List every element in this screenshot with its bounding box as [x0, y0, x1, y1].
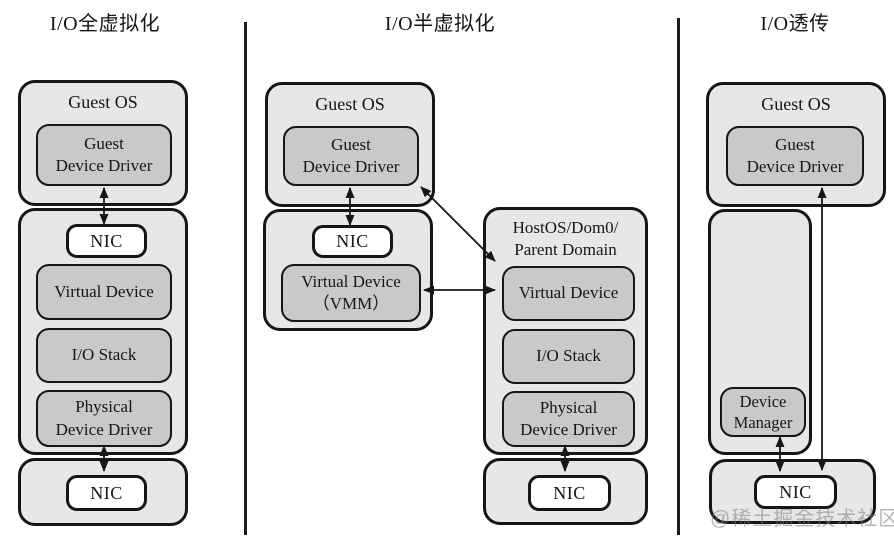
left-hardware-container: NIC [18, 458, 188, 526]
middle-host-os-label: HostOS/Dom0/ Parent Domain [512, 218, 619, 260]
right-guest-os-container: Guest OS Guest Device Driver [706, 82, 886, 207]
left-virtual-device-box: Virtual Device [36, 264, 172, 320]
left-guest-device-driver-box: Guest Device Driver [36, 124, 172, 186]
section-divider-left [244, 22, 247, 535]
middle-hardware-container: NIC [483, 458, 648, 525]
left-physical-nic-box: NIC [66, 475, 147, 511]
left-physical-device-driver-box: Physical Device Driver [36, 390, 172, 447]
middle-guest-device-driver-box: Guest Device Driver [283, 126, 419, 186]
right-hypervisor-container: Device Manager [708, 209, 812, 455]
watermark: @稀土掘金技术社区 [710, 508, 894, 530]
middle-guest-os-label: Guest OS [315, 94, 385, 114]
right-guest-device-driver-box: Guest Device Driver [726, 126, 864, 186]
middle-host-virtual-device-box: Virtual Device [502, 266, 635, 321]
middle-vmm-container: NIC Virtual Device （VMM） [263, 209, 433, 331]
right-hardware-container: NIC [709, 459, 876, 524]
left-hypervisor-container: NIC Virtual Device I/O Stack Physical De… [18, 208, 188, 455]
right-guest-os-label: Guest OS [761, 94, 831, 114]
middle-guest-os-container: Guest OS Guest Device Driver [265, 82, 435, 207]
left-virtual-nic-box: NIC [66, 224, 147, 258]
middle-physical-nic-box: NIC [528, 475, 611, 511]
left-io-stack-box: I/O Stack [36, 328, 172, 383]
middle-virtual-nic-box: NIC [312, 225, 393, 258]
right-physical-nic-box: NIC [754, 475, 837, 509]
column-title-para-virtualization: I/O半虚拟化 [384, 13, 496, 35]
column-title-full-virtualization: I/O全虚拟化 [49, 13, 161, 35]
middle-host-io-stack-box: I/O Stack [502, 329, 635, 384]
middle-host-physical-device-driver-box: Physical Device Driver [502, 391, 635, 447]
section-divider-right [677, 18, 680, 535]
column-title-passthrough: I/O透传 [760, 13, 830, 35]
middle-host-os-container: HostOS/Dom0/ Parent Domain Virtual Devic… [483, 207, 648, 455]
right-device-manager-box: Device Manager [720, 387, 806, 437]
middle-virtual-device-vmm-box: Virtual Device （VMM） [281, 264, 421, 322]
left-guest-os-container: Guest OS Guest Device Driver [18, 80, 188, 206]
left-guest-os-label: Guest OS [68, 92, 138, 112]
